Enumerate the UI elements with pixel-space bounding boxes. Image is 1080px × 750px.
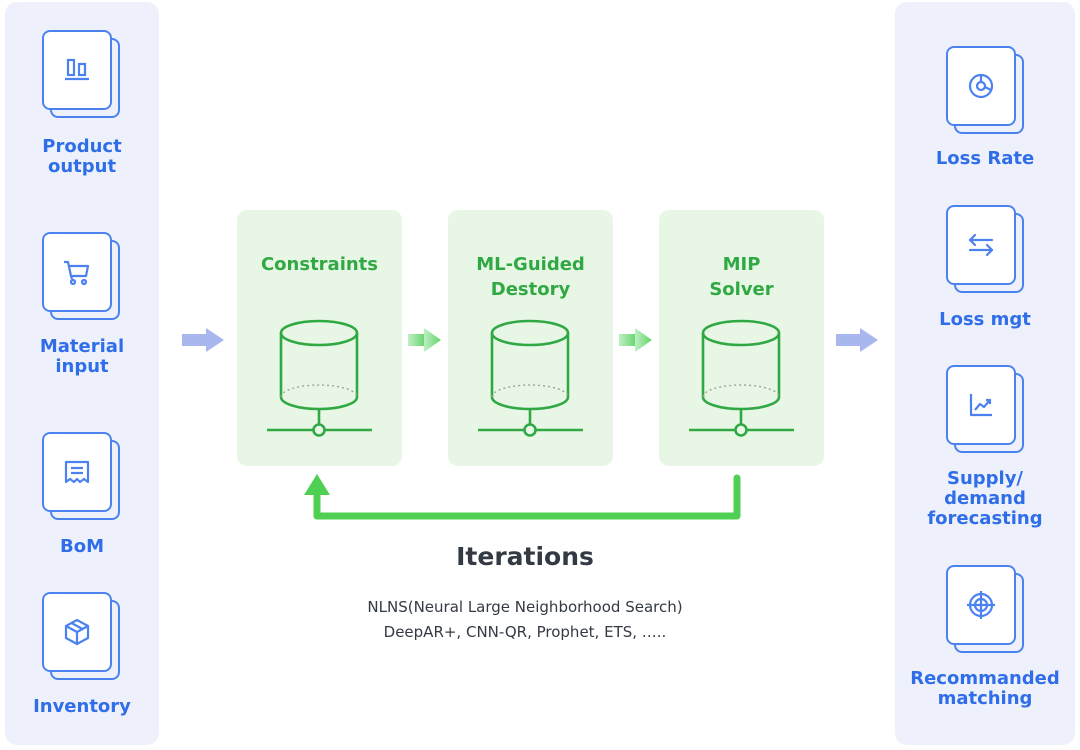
loss-rate-label: Loss Rate [935, 148, 1035, 169]
ml-guided-destroy-stage: ML-Guided Destory [448, 210, 613, 466]
database-icon [267, 319, 372, 437]
stage-arrow-1 [408, 328, 441, 352]
bar-chart-icon [65, 58, 89, 81]
product-output-label: Product output [42, 136, 122, 177]
stage-arrow-2 [619, 328, 652, 352]
database-icon [689, 319, 794, 437]
iterations-title: Iterations [456, 542, 594, 571]
target-icon [967, 591, 995, 619]
swap-arrows-icon [968, 233, 994, 257]
bom-label: BoM [60, 536, 104, 557]
inventory-label: Inventory [33, 696, 131, 717]
box-icon [64, 618, 90, 646]
iterations-line-1: NLNS(Neural Large Neighborhood Search) [367, 598, 683, 616]
receipt-icon [64, 460, 90, 484]
iteration-loop-arrow [304, 474, 741, 520]
loss-mgt-card [946, 205, 1024, 293]
matching-label: Recommanded matching [910, 668, 1060, 709]
donut-chart-icon [968, 73, 994, 99]
mip-solver-stage: MIP Solver [659, 210, 824, 466]
loss-rate-card [946, 46, 1024, 134]
cart-icon [64, 260, 90, 286]
bom-card [42, 432, 120, 520]
inventory-card [42, 592, 120, 680]
loss-mgt-label: Loss mgt [939, 309, 1031, 330]
constraints-stage: Constraints [237, 210, 402, 466]
trend-chart-icon [969, 394, 992, 417]
material-input-label: Material input [39, 336, 125, 377]
material-input-card [42, 232, 120, 320]
constraints-title: Constraints [260, 254, 379, 275]
database-icon [478, 319, 583, 437]
iterations-line-2: DeepAR+, CNN-QR, Prophet, ETS, ….. [383, 623, 667, 641]
ml-guided-destroy-title: ML-Guided Destory [476, 254, 585, 300]
mip-solver-title: MIP Solver [709, 254, 774, 300]
forecasting-label: Supply/ demand forecasting [927, 468, 1043, 529]
output-arrow [836, 328, 878, 352]
matching-card [946, 565, 1024, 653]
forecasting-card [946, 365, 1024, 453]
input-arrow [182, 328, 224, 352]
product-output-card [42, 30, 120, 118]
